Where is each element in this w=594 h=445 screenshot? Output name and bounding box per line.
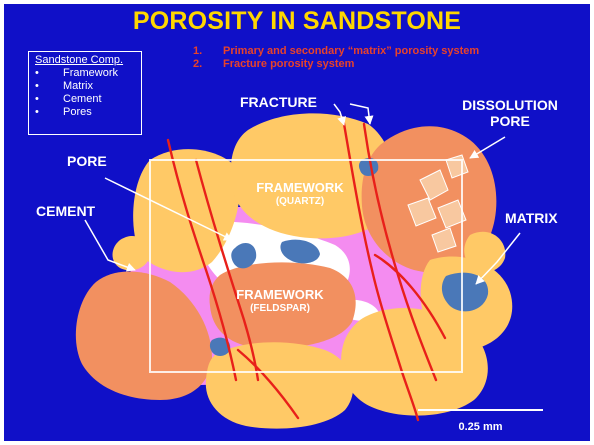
framework-feldspar-sub: (FELDSPAR) [225, 303, 335, 314]
cement-label: CEMENT [36, 203, 95, 219]
composition-legend: Sandstone Comp. Framework Matrix Cement … [28, 51, 142, 135]
pore-label: PORE [67, 153, 107, 169]
framework-feldspar-title: FRAMEWORK [225, 287, 335, 302]
dissolution-label-line2: PORE [455, 113, 565, 129]
scale-bar-label: 0.25 mm [418, 421, 543, 433]
porosity-system-text: Primary and secondary “matrix” porosity … [223, 45, 479, 58]
legend-item: Framework [33, 67, 137, 80]
porosity-system-text: Fracture porosity system [223, 58, 354, 71]
framework-feldspar-label: FRAMEWORK (FELDSPAR) [225, 287, 335, 314]
legend-item: Matrix [33, 80, 137, 93]
legend-heading: Sandstone Comp. [35, 54, 137, 67]
porosity-system-item: 1. Primary and secondary “matrix” porosi… [193, 45, 479, 58]
porosity-system-number: 2. [193, 58, 223, 71]
framework-quartz-sub: (QUARTZ) [250, 196, 350, 207]
porosity-system-number: 1. [193, 45, 223, 58]
page-title: POROSITY IN SANDSTONE [0, 7, 594, 36]
framework-quartz-label: FRAMEWORK (QUARTZ) [250, 180, 350, 207]
framework-quartz-title: FRAMEWORK [250, 180, 350, 195]
dissolution-pore-label: DISSOLUTION PORE [455, 97, 565, 129]
fracture-label: FRACTURE [240, 94, 317, 110]
matrix-label: MATRIX [505, 210, 558, 226]
legend-item: Cement [33, 93, 137, 106]
porosity-system-item: 2. Fracture porosity system [193, 58, 479, 71]
grain-bottom-center [206, 342, 353, 428]
legend-item: Pores [33, 106, 137, 119]
dissolution-label-line1: DISSOLUTION [455, 97, 565, 113]
porosity-systems-list: 1. Primary and secondary “matrix” porosi… [193, 45, 479, 71]
